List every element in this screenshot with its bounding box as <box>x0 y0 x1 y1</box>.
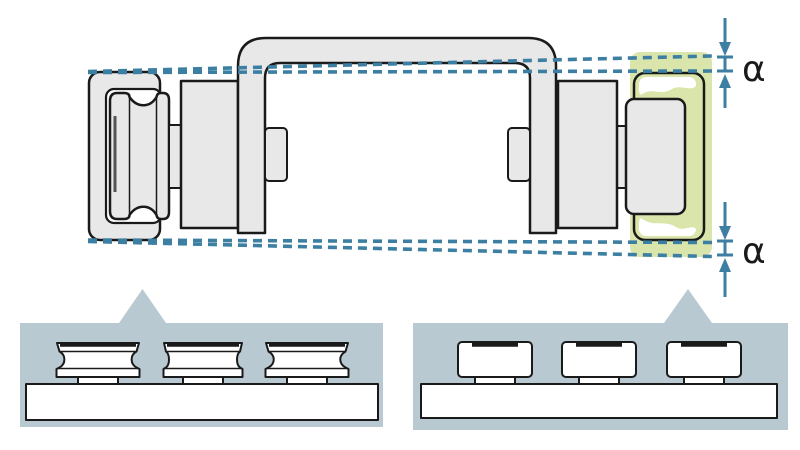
angle-label-bottom: α <box>742 231 766 272</box>
right-cavity-wave-bottom <box>639 216 696 229</box>
left-concave-roller <box>108 91 171 221</box>
roller-foot <box>286 376 328 385</box>
rail-left <box>25 383 379 421</box>
rail-right <box>420 383 778 419</box>
left-mount-block <box>179 79 240 230</box>
cylindrical-roller-3 <box>666 341 742 378</box>
roller-foot <box>182 376 224 385</box>
angle-label-top: α <box>742 49 766 90</box>
carriage-bracket <box>236 36 558 235</box>
angle-dim-bottom: α <box>717 202 766 297</box>
arrow-up-icon <box>719 74 731 88</box>
roller-foot <box>474 376 516 385</box>
inset-panel-right <box>413 289 788 430</box>
arrow-down-icon <box>719 226 731 240</box>
right-mount-block <box>556 79 619 230</box>
arrow-down-icon <box>719 42 731 56</box>
bracket-inner-tab-left <box>264 127 288 182</box>
bracket-inner-tab-right <box>507 127 531 182</box>
roller-foot <box>578 376 620 385</box>
concave-roller-1 <box>55 342 141 378</box>
right-roller-unit <box>556 71 706 242</box>
left-roller-unit <box>87 70 240 242</box>
angle-dim-top: α <box>717 18 766 108</box>
inset-panel-left <box>20 289 383 427</box>
concave-roller-2 <box>162 342 244 378</box>
right-cylindrical-roller <box>624 97 687 216</box>
roller-foot <box>77 376 119 385</box>
right-cavity-wave-top <box>639 86 696 97</box>
arrow-up-icon <box>719 258 731 272</box>
roller-foot <box>683 376 725 385</box>
concave-roller-3 <box>264 342 350 378</box>
cylindrical-roller-1 <box>457 341 533 378</box>
cylindrical-roller-2 <box>561 341 637 378</box>
ref-line-top-horizontal <box>87 69 713 75</box>
